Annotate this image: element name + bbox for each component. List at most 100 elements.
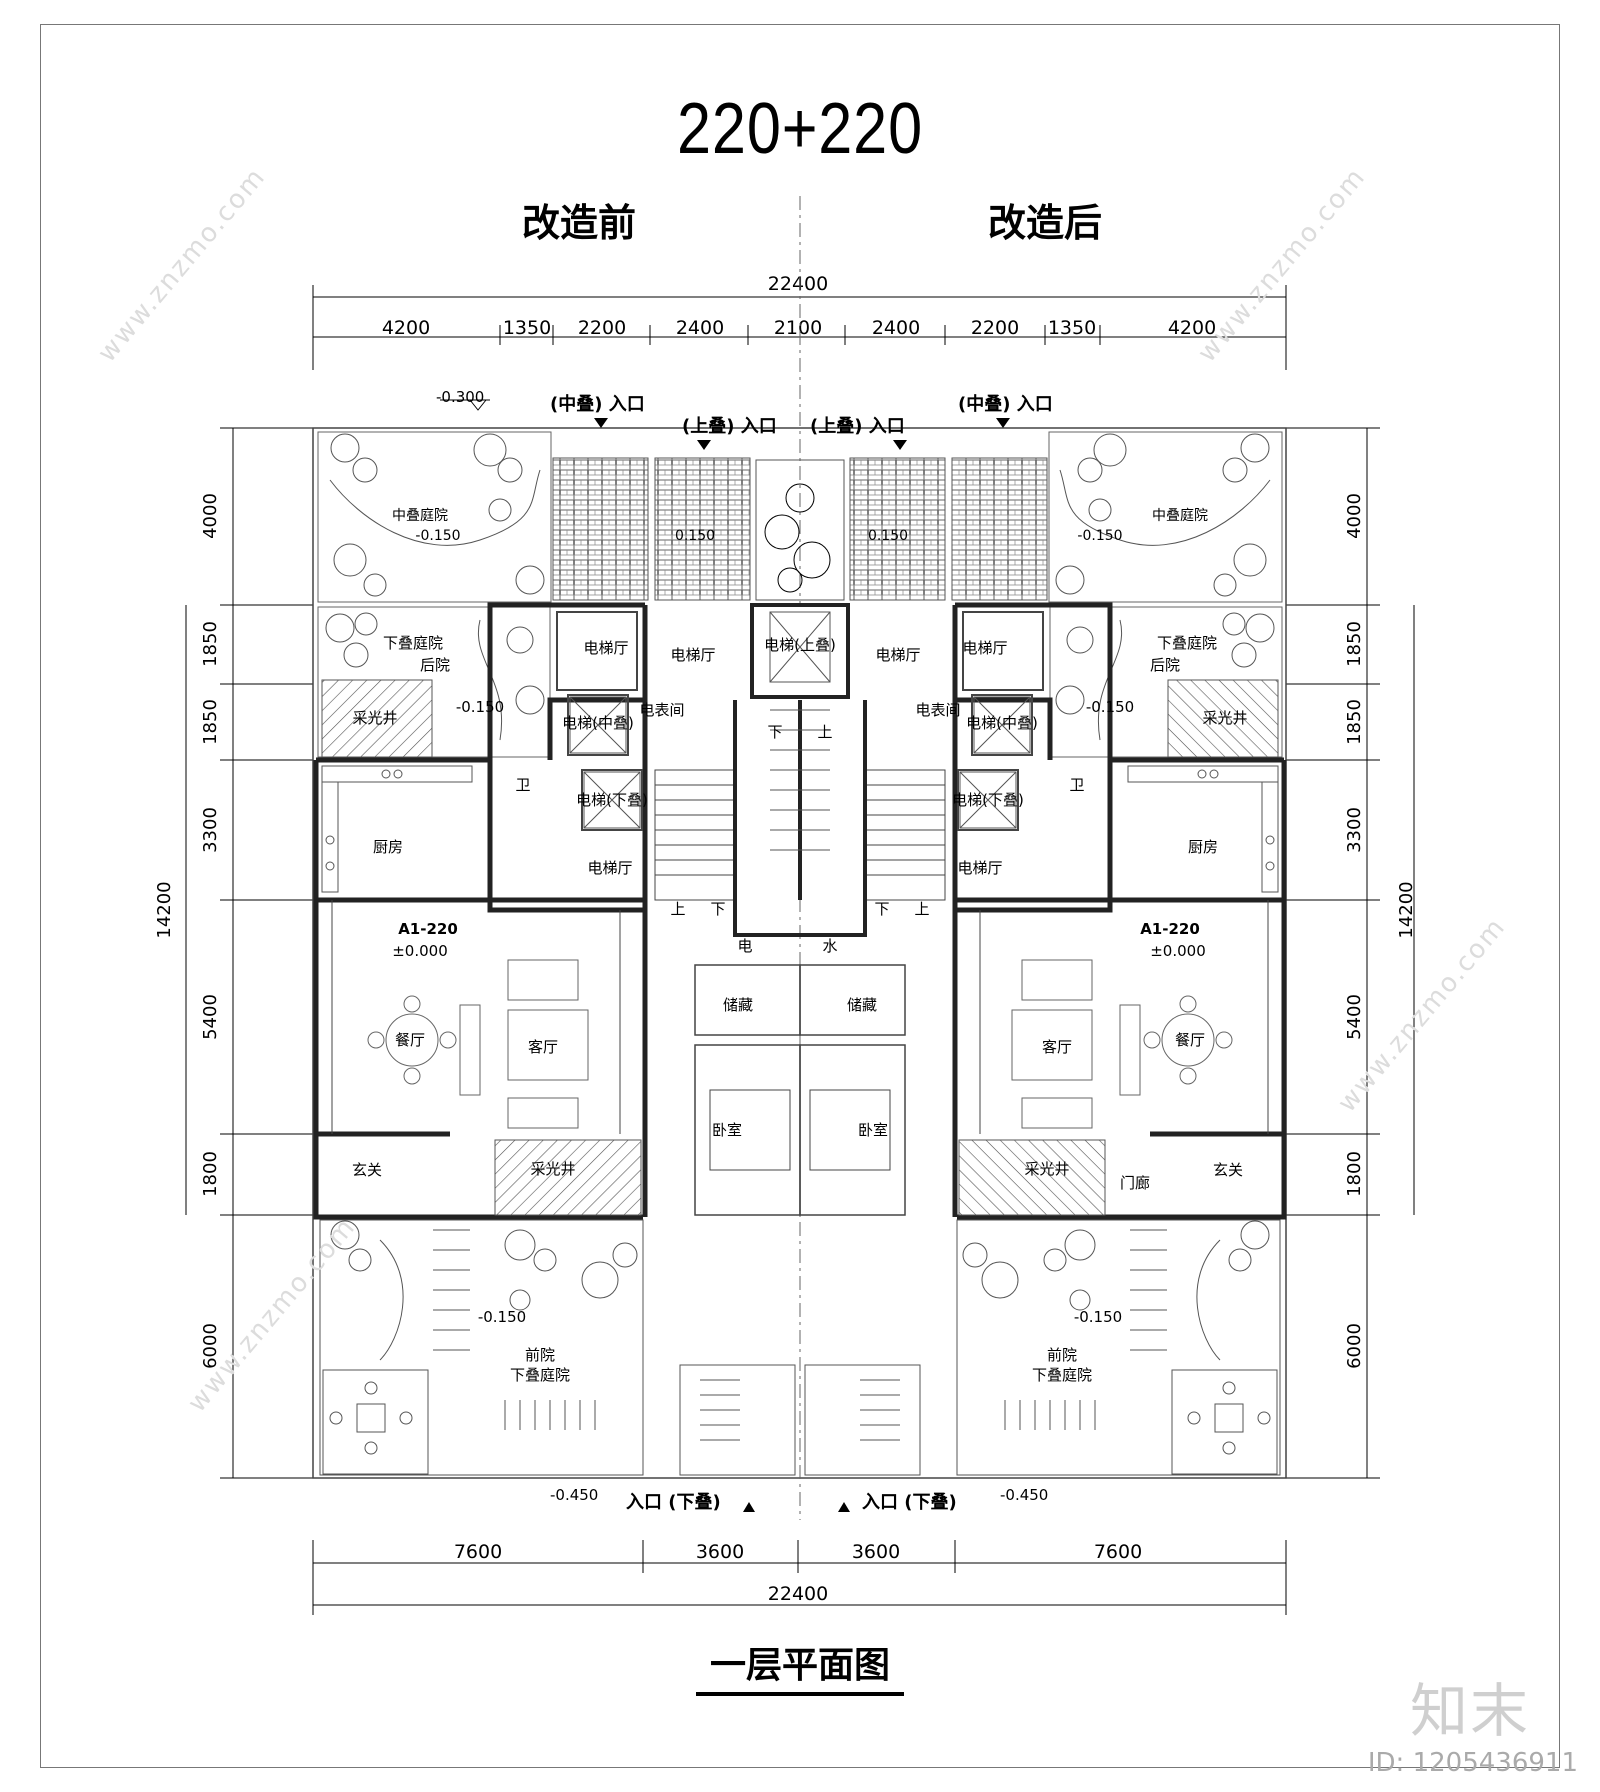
room-storage: 储藏	[723, 996, 753, 1014]
dim-left: 4000	[200, 493, 221, 539]
dim-left-total: 14200	[154, 881, 175, 938]
entry-mid-left: (中叠) 入口	[550, 393, 645, 415]
dim-top-seg: 2200	[971, 317, 1019, 339]
level: -0.150	[1086, 698, 1134, 716]
room-skylight: 采光井	[352, 709, 397, 727]
level: -0.150	[1077, 528, 1122, 544]
unit-left	[313, 602, 801, 1476]
stair-up: 上	[670, 900, 685, 918]
dim-bottom-seg: 7600	[1094, 1541, 1142, 1563]
after-label: 改造后	[988, 201, 1103, 245]
room-front-yard-lower: 下叠庭院	[510, 1366, 570, 1384]
room-bath: 卫	[1069, 776, 1084, 794]
room-dining: 餐厅	[1175, 1031, 1205, 1049]
room-elevator-hall: 电梯厅	[587, 859, 632, 877]
dim-top-seg: 1350	[1048, 317, 1096, 339]
dim-top-seg: 2200	[578, 317, 626, 339]
watermark-brand: 知末	[1410, 1677, 1531, 1745]
room-elevator-down: 电梯(下叠)	[576, 791, 648, 809]
room-living: 客厅	[528, 1038, 558, 1056]
level: -0.150	[478, 1308, 526, 1326]
top-yards	[317, 399, 1283, 603]
room-water: 水	[822, 937, 837, 955]
dim-right: 1850	[1344, 621, 1365, 667]
room-living: 客厅	[1042, 1038, 1072, 1056]
dim-bottom-seg: 3600	[852, 1541, 900, 1563]
room-bath: 卫	[515, 776, 530, 794]
room-elevator-up: 电梯(上叠)	[764, 636, 836, 654]
bottom-entrance: -0.450 入口 (下叠) 入口 (下叠) -0.450	[550, 1486, 1048, 1513]
entry-mid-right: (中叠) 入口	[958, 393, 1053, 415]
room-porch: 门廊	[1120, 1174, 1150, 1192]
room-foyer: 玄关	[352, 1161, 382, 1179]
before-label: 改造前	[522, 201, 637, 245]
drawing-title: 220+220	[677, 89, 923, 169]
room-back-yard: 后院	[1150, 656, 1180, 674]
stair-down: 下	[874, 900, 889, 918]
room-storage: 储藏	[847, 996, 877, 1014]
level: -0.150	[1074, 1308, 1122, 1326]
watermark-id: ID: 1205436911	[1367, 1748, 1578, 1778]
room-skylight: 采光井	[530, 1160, 575, 1178]
dim-right: 1800	[1344, 1151, 1365, 1197]
room-front-yard: 前院	[525, 1346, 555, 1364]
stair-down: 下	[767, 723, 782, 741]
level: 0.150	[675, 528, 715, 544]
room-foyer: 玄关	[1213, 1161, 1243, 1179]
dim-right: 3300	[1344, 807, 1365, 853]
room-meter: 电表间	[915, 701, 960, 719]
room-mid-yard: 中叠庭院	[1152, 507, 1208, 524]
room-elevator-hall: 电梯厅	[957, 859, 1002, 877]
room-mid-yard: 中叠庭院	[392, 507, 448, 524]
dim-bottom-total: 22400	[768, 1583, 828, 1605]
dim-right: 5400	[1344, 994, 1365, 1040]
room-elevator-hall: 电梯厅	[583, 639, 628, 657]
room-elec: 电	[737, 937, 752, 955]
unit-code: A1-220	[1140, 920, 1200, 938]
plan-title: 一层平面图	[0, 1636, 1600, 1696]
room-elevator-hall: 电梯厅	[875, 646, 920, 664]
dim-left: 5400	[200, 994, 221, 1040]
dim-top-seg: 4200	[1168, 317, 1216, 339]
dim-right: 4000	[1344, 493, 1365, 539]
dim-left: 1800	[200, 1151, 221, 1197]
dim-bottom-seg: 7600	[454, 1541, 502, 1563]
dim-right-total: 14200	[1396, 881, 1417, 938]
level: 0.150	[868, 528, 908, 544]
room-meter: 电表间	[639, 701, 684, 719]
drawing-frame	[40, 24, 1560, 1768]
stair-up: 上	[817, 723, 832, 741]
level: -0.150	[456, 698, 504, 716]
level-n0300: -0.300	[436, 388, 484, 406]
level: -0.150	[415, 528, 460, 544]
dim-top-seg: 1350	[503, 317, 551, 339]
room-elevator-hall: 电梯厅	[962, 639, 1007, 657]
room-bedroom: 卧室	[858, 1121, 888, 1139]
dim-left: 3300	[200, 807, 221, 853]
room-elevator-mid: 电梯(中叠)	[562, 714, 634, 732]
room-skylight: 采光井	[1202, 709, 1247, 727]
dim-left: 6000	[200, 1323, 221, 1369]
level-zero: ±0.000	[392, 942, 448, 960]
core-detail	[769, 611, 831, 851]
dim-top-seg: 4200	[382, 317, 430, 339]
level-n0450: -0.450	[550, 1486, 598, 1504]
side-dim-labels: 4000 1850 1850 3300 5400 1800 6000 14200…	[154, 493, 1417, 1369]
entry-down-left: 入口 (下叠)	[626, 1492, 721, 1513]
room-elevator-mid: 电梯(中叠)	[966, 714, 1038, 732]
dim-right: 6000	[1344, 1323, 1365, 1369]
room-elevator-down: 电梯(下叠)	[952, 791, 1024, 809]
room-lower-yard: 下叠庭院	[1157, 634, 1217, 652]
dim-left: 1850	[200, 621, 221, 667]
room-kitchen: 厨房	[373, 838, 403, 856]
room-front-yard-lower: 下叠庭院	[1032, 1366, 1092, 1384]
entry-down-right: 入口 (下叠)	[862, 1492, 957, 1513]
room-back-yard: 后院	[420, 656, 450, 674]
level-zero: ±0.000	[1150, 942, 1206, 960]
dim-top-total: 22400	[768, 273, 828, 295]
entrance-labels: -0.300 (中叠) 入口 (上叠) 入口 (上叠) 入口 (中叠) 入口	[436, 388, 1053, 450]
bottom-dimensions	[312, 1540, 1287, 1615]
entry-up-left: (上叠) 入口	[682, 416, 777, 437]
room-kitchen: 厨房	[1188, 838, 1218, 856]
